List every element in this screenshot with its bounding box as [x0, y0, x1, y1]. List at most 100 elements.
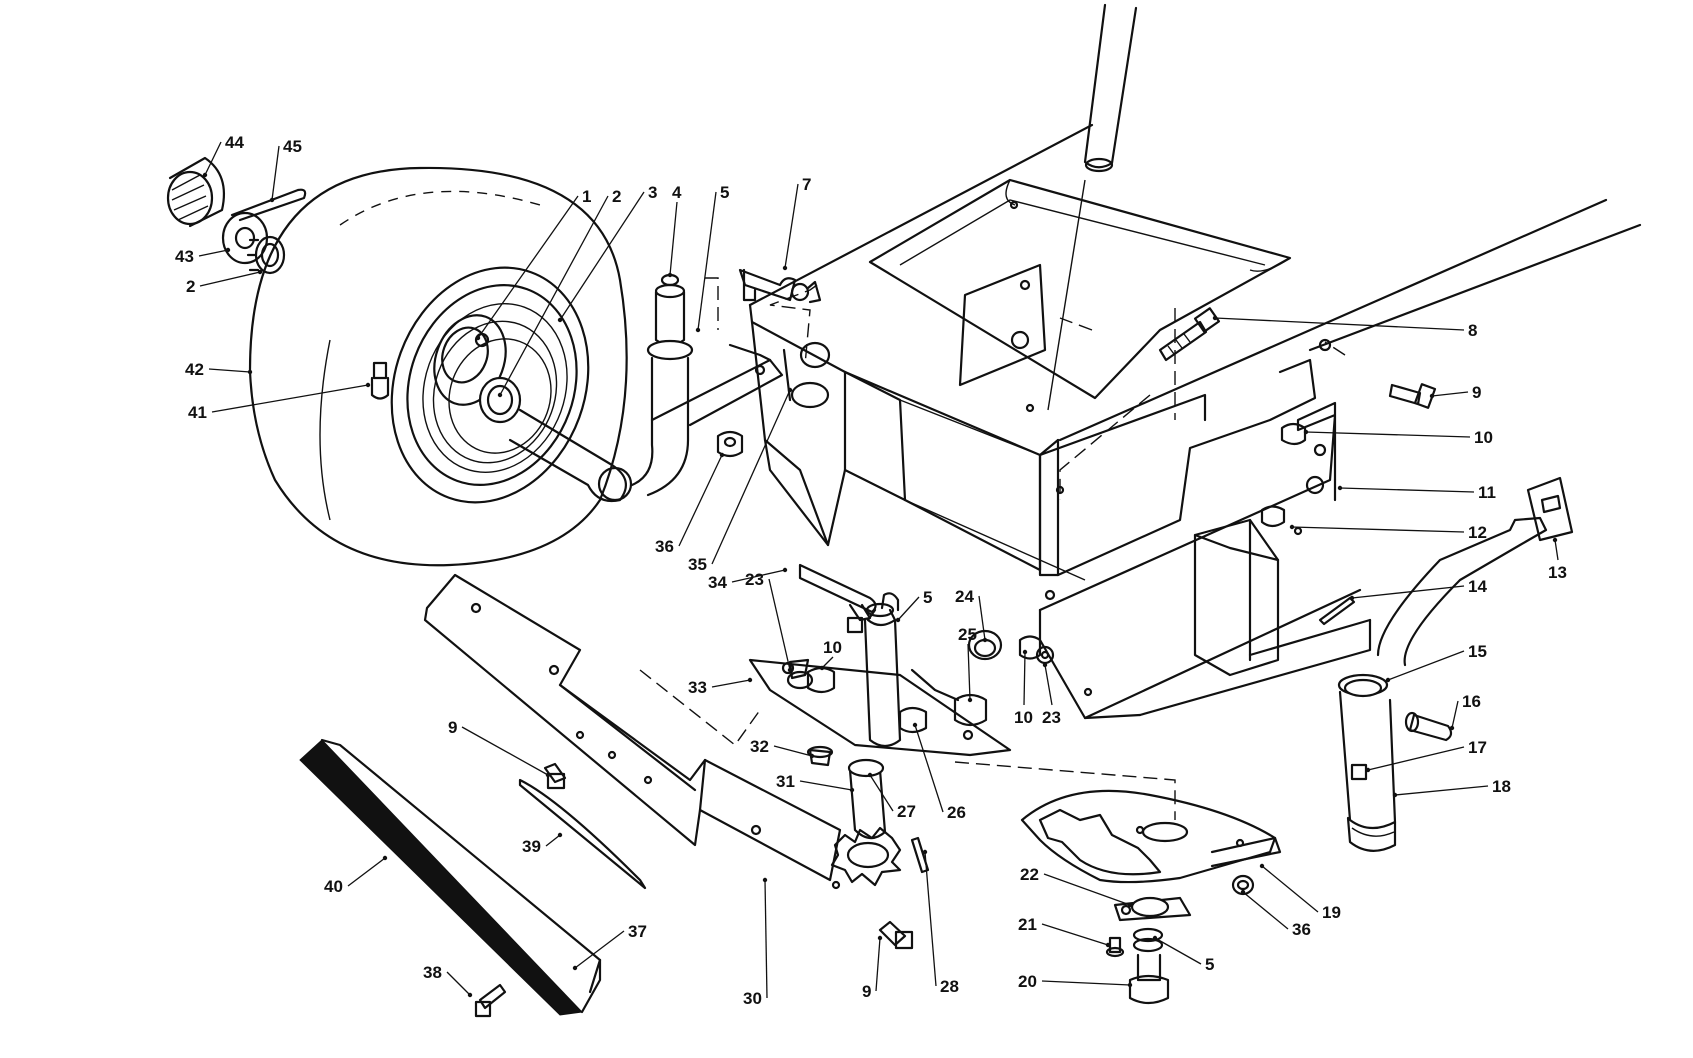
callout-label-c11: 11 [1478, 483, 1496, 502]
leader-dot-c24 [982, 637, 988, 643]
callout-label-c44: 44 [225, 133, 244, 152]
leader-dot-c35 [787, 387, 793, 393]
callout-label-c45: 45 [283, 137, 302, 156]
callout-label-c2a: 2 [186, 277, 195, 296]
leader-dot-c9a [1429, 393, 1435, 399]
callout-label-c43: 43 [175, 247, 194, 266]
callout-label-c39: 39 [522, 837, 541, 856]
callout-label-c5b: 5 [923, 588, 932, 607]
leader-line-c25 [967, 643, 971, 701]
leader-dot-c10c [1022, 649, 1028, 655]
leader-dot-c8 [1212, 315, 1218, 321]
leader-line-c10a [1305, 431, 1471, 438]
callout-label-c37: 37 [628, 922, 647, 941]
leader-dot-c4 [667, 272, 673, 278]
callout-label-c38: 38 [423, 963, 442, 982]
leader-line-c5c [1154, 937, 1202, 965]
leader-line-c17 [1367, 746, 1465, 771]
leader-dot-c34 [782, 567, 788, 573]
leader-dot-c23a [787, 667, 793, 673]
assembly-dashed-lines [705, 277, 1346, 500]
leader-line-c9c [875, 937, 881, 992]
callout-label-c3: 3 [648, 183, 657, 202]
leader-line-c10b [821, 656, 834, 669]
callout-label-c33: 33 [688, 678, 707, 697]
leader-line-c12 [1291, 526, 1465, 533]
leader-dot-c31 [849, 787, 855, 793]
leader-dot-c38 [467, 992, 473, 998]
leader-line-c28 [924, 851, 937, 987]
leader-dot-c2b [497, 392, 503, 398]
steering-tube [1047, 3, 1138, 411]
leader-line-c23a [768, 578, 791, 671]
callout-label-c14: 14 [1468, 577, 1487, 596]
leader-dot-c23b [1042, 662, 1048, 668]
callout-label-c20: 20 [1018, 972, 1037, 991]
leader-dot-c43 [225, 247, 231, 253]
leader-dot-c25 [967, 697, 973, 703]
callout-label-c10a: 10 [1474, 428, 1493, 447]
leader-line-c30 [764, 879, 768, 999]
callout-label-c16: 16 [1462, 692, 1481, 711]
callout-label-c23b: 23 [1042, 708, 1061, 727]
leader-dot-c7 [782, 265, 788, 271]
leader-line-c10c [1023, 651, 1026, 706]
leader-dot-c10a [1303, 429, 1309, 435]
leader-line-c32 [773, 745, 813, 757]
leader-line-c24 [978, 595, 986, 641]
leader-line-c9b [461, 726, 549, 776]
leader-dot-c42 [247, 369, 253, 375]
leader-dot-c12 [1289, 524, 1295, 530]
leader-dot-c9c [877, 935, 883, 941]
callout-label-c28: 28 [940, 977, 959, 996]
sector-gear [1020, 789, 1282, 1005]
leader-dot-c45 [269, 197, 275, 203]
leader-line-c42 [208, 368, 251, 373]
leader-line-c14 [1351, 585, 1465, 599]
right-side-parts [967, 307, 1574, 852]
leader-line-c35 [711, 389, 791, 565]
leader-line-c22 [1043, 873, 1131, 906]
callout-label-c10c: 10 [1014, 708, 1033, 727]
wheel-assembly [166, 156, 633, 567]
leader-line-c26 [914, 724, 944, 813]
callout-label-c2b: 2 [612, 187, 621, 206]
leader-dot-c9b [545, 772, 551, 778]
leader-dot-c5c [1152, 935, 1158, 941]
leader-line-c37 [574, 930, 625, 969]
leader-dot-c16 [1449, 725, 1455, 731]
bumper-assembly [299, 573, 1176, 1018]
callout-label-c18: 18 [1492, 777, 1511, 796]
callout-label-c24: 24 [955, 587, 974, 606]
callout-label-c41: 41 [188, 403, 207, 422]
leader-line-c8 [1214, 317, 1465, 331]
callout-label-c5c: 5 [1205, 955, 1214, 974]
leader-line-c18 [1394, 785, 1489, 796]
leader-dot-c5a [695, 327, 701, 333]
callout-label-c30: 30 [743, 989, 762, 1008]
leader-dot-c39 [557, 832, 563, 838]
leader-line-c44 [204, 141, 222, 176]
leader-dot-c19 [1259, 863, 1265, 869]
leader-dot-c3 [557, 317, 563, 323]
leader-line-c34 [731, 569, 786, 583]
leader-dot-c40 [382, 855, 388, 861]
callout-label-c23a: 23 [745, 570, 764, 589]
leader-dot-c36a [719, 452, 725, 458]
leader-line-c33 [711, 679, 751, 688]
leader-dot-c32 [809, 753, 815, 759]
callout-label-c22: 22 [1020, 865, 1039, 884]
leader-line-c15 [1387, 650, 1465, 681]
leader-dot-c14 [1349, 595, 1355, 601]
leader-line-c38 [446, 971, 471, 996]
leader-line-c36b [1242, 891, 1289, 930]
callout-label-c9b: 9 [448, 718, 457, 737]
leader-dot-c13 [1552, 537, 1558, 543]
leader-line-c21 [1041, 923, 1109, 946]
callout-label-c10b: 10 [823, 638, 842, 657]
leader-line-c7 [784, 183, 799, 269]
callout-label-c25: 25 [958, 625, 977, 644]
leader-line-c23b [1044, 664, 1053, 706]
callout-label-c31: 31 [776, 772, 795, 791]
